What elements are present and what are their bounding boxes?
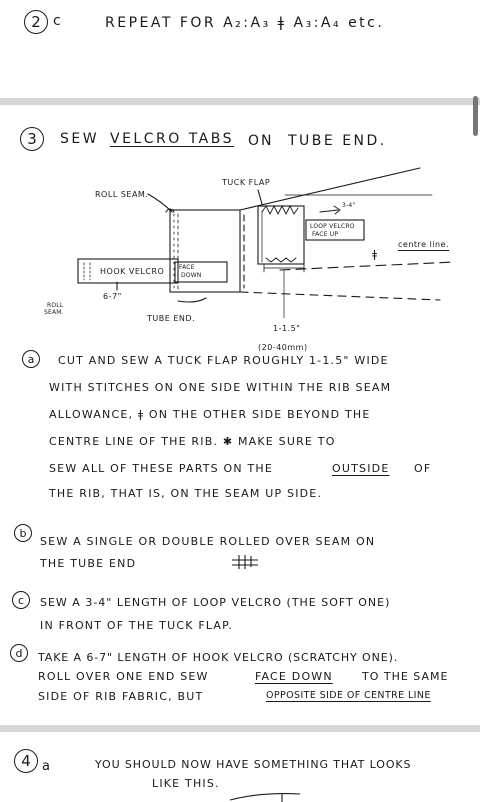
diagram-hook-velcro-label: HOOK VELCRO (100, 267, 165, 276)
step-3d-label: d (10, 644, 28, 662)
diagram-centre-line-label: centre line. (398, 240, 450, 249)
step-3a-of: OF (414, 462, 432, 475)
step-3-title-a: SEW (60, 131, 100, 147)
step-3a-line-2: WITH STITCHES ON ONE SIDE WITHIN THE RIB… (49, 381, 392, 394)
step-3-number: 3 (20, 127, 44, 151)
diagram-roll-seam-label: ROLL SEAM. (95, 190, 149, 199)
step-3d-line-3a: SIDE OF RIB FABRIC, BUT (38, 690, 204, 703)
diagram-width-label: 1-1.5" (273, 324, 301, 333)
diagram-face-label: FACE (179, 264, 195, 271)
step-4-sketch-start (229, 793, 301, 802)
diagram-width-mm-label: (20-40mm) (258, 343, 308, 352)
step-3c-label: c (12, 591, 30, 609)
diagram-down-label: DOWN (181, 272, 202, 279)
diagram-seam-label: SEAM. (44, 309, 64, 316)
step-3a-line-3: ALLOWANCE, ǂ ON THE OTHER SIDE BEYOND TH… (49, 408, 371, 421)
diagram-face-up-label: FACE UP (312, 231, 339, 238)
step-3d-face-down: FACE DOWN (255, 670, 333, 683)
step-3d-line-1: TAKE A 6-7" LENGTH OF HOOK VELCRO (SCRAT… (38, 651, 399, 664)
step-3a-line-6: THE RIB, THAT IS, ON THE SEAM UP SIDE. (49, 487, 323, 500)
scrollbar[interactable] (473, 96, 478, 136)
diagram-six-seven-label: 6-7" (103, 292, 122, 301)
step-3b-label: b (14, 524, 32, 542)
step-3a-line-4: CENTRE LINE OF THE RIB. ✱ MAKE SURE TO (49, 435, 336, 448)
step-3b-line-1: SEW A SINGLE OR DOUBLE ROLLED OVER SEAM … (40, 535, 376, 548)
step-2-text: REPEAT FOR A₂:A₃ ǂ A₃:A₄ etc. (105, 15, 385, 31)
step-3a-label: a (22, 350, 40, 368)
step-3-title-c: ON (248, 133, 274, 149)
diagram-roll-label: ROLL (47, 302, 64, 309)
step-3d-line-2a: ROLL OVER ONE END SEW (38, 670, 209, 683)
step-2-number: 2 (24, 10, 48, 34)
diagram-loop-velcro-label: LOOP VELCRO (310, 223, 355, 230)
diagram-tuck-flap-label: TUCK FLAP (222, 178, 271, 187)
step-3b-line-2: THE TUBE END (40, 557, 137, 570)
page-separator (0, 98, 480, 105)
step-3d-line-2c: TO THE SAME (362, 670, 449, 683)
diagram-three-four-label: 3-4" (342, 202, 356, 209)
step-3a-outside: OUTSIDE (332, 462, 390, 475)
step-3d-opposite-side: OPPOSITE SIDE OF CENTRE LINE (266, 690, 431, 701)
stitch-sketch-icon (232, 555, 258, 569)
diagram-tube-end-label: TUBE END. (147, 314, 196, 323)
step-3-title-d: TUBE END. (288, 133, 387, 149)
page-separator-2 (0, 725, 480, 732)
step-2-sub: c (53, 13, 63, 29)
step-3a-line-5: SEW ALL OF THESE PARTS ON THE (49, 462, 274, 475)
diagram-centre-symbol: ǂ (372, 248, 379, 261)
step-4-line-1: YOU SHOULD NOW HAVE SOMETHING THAT LOOKS (95, 758, 412, 771)
step-4-sub: a (42, 759, 52, 774)
step-3c-line-1: SEW A 3-4" LENGTH OF LOOP VELCRO (THE SO… (40, 596, 391, 609)
step-4-line-2: LIKE THIS. (152, 777, 220, 790)
step-3c-line-2: IN FRONT OF THE TUCK FLAP. (40, 619, 233, 632)
step-3-title-b: VELCRO TABS (110, 131, 234, 147)
step-3a-line-1: CUT AND SEW A TUCK FLAP ROUGHLY 1-1.5" W… (58, 354, 389, 367)
step-4-number: 4 (14, 749, 38, 773)
